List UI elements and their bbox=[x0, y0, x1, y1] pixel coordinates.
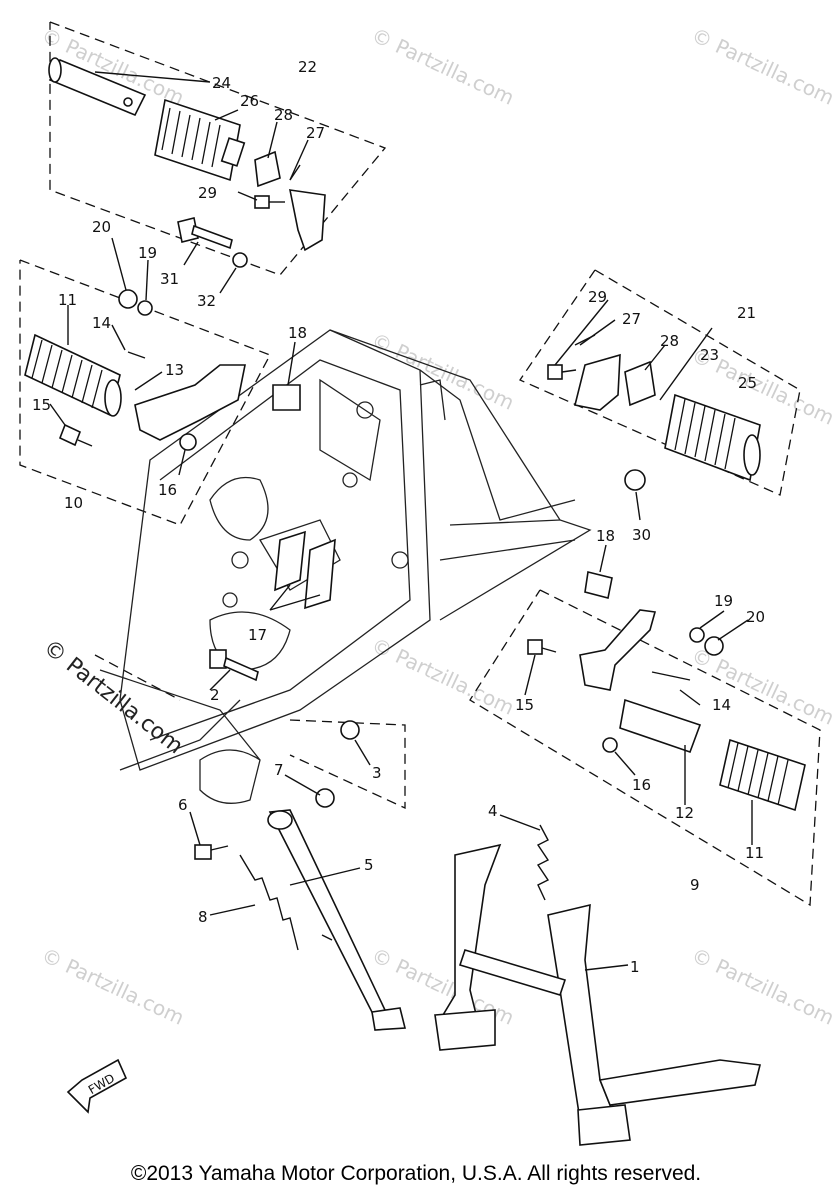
part-24-peg-shaft bbox=[48, 57, 147, 117]
callout-14-right: 14 bbox=[712, 696, 731, 714]
part-25-footrest-rubber bbox=[664, 393, 761, 482]
callout-24: 24 bbox=[212, 74, 231, 92]
part-16-nut-right bbox=[602, 737, 618, 753]
part-28-plate bbox=[254, 150, 281, 188]
part-28-plate-right bbox=[624, 360, 656, 407]
watermark-faint: © Partzilla.com bbox=[368, 633, 518, 720]
part-23-bracket bbox=[574, 353, 621, 411]
part-16-nut bbox=[179, 433, 197, 451]
callout-22: 22 bbox=[298, 58, 317, 76]
part-19-washer bbox=[137, 300, 153, 316]
part-32-washer bbox=[232, 252, 248, 268]
callout-20-right: 20 bbox=[746, 608, 765, 626]
part-26-footrest-rubber bbox=[154, 98, 246, 182]
part-14-spring bbox=[127, 351, 146, 359]
part-5-side-stand bbox=[267, 809, 407, 1031]
callout-2: 2 bbox=[210, 686, 220, 704]
part-31-bolt bbox=[177, 217, 233, 250]
leader-lines bbox=[49, 71, 753, 971]
part-15-bolt-right bbox=[527, 639, 557, 655]
callout-labels: 1 2 3 4 5 6 7 8 9 10 11 11 12 13 14 14 1… bbox=[32, 58, 765, 976]
callout-14-left: 14 bbox=[92, 314, 111, 332]
callout-7: 7 bbox=[274, 761, 284, 779]
part-14-spring-right bbox=[651, 671, 691, 681]
callout-4: 4 bbox=[488, 802, 498, 820]
callout-32: 32 bbox=[197, 292, 216, 310]
part-11-footrest-rubber-left bbox=[24, 333, 122, 417]
callout-12: 12 bbox=[675, 804, 694, 822]
callout-29-right: 29 bbox=[588, 288, 607, 306]
callout-26: 26 bbox=[240, 92, 259, 110]
part-20-nut-right bbox=[704, 636, 724, 656]
callout-16-left: 16 bbox=[158, 481, 177, 499]
watermark-main: © Partzilla.com bbox=[38, 635, 187, 759]
part-17-mount-left bbox=[274, 530, 306, 592]
callout-25: 25 bbox=[738, 374, 757, 392]
watermark-faint: © Partzilla.com bbox=[368, 23, 518, 110]
watermark-faint: © Partzilla.com bbox=[38, 943, 188, 1030]
callout-27-right: 27 bbox=[622, 310, 641, 328]
callout-16-right: 16 bbox=[632, 776, 651, 794]
part-4-spring bbox=[536, 824, 550, 901]
callout-31: 31 bbox=[160, 270, 179, 288]
part-2-bolt bbox=[209, 649, 259, 682]
part-11-footrest-rubber-right bbox=[719, 738, 806, 812]
part-18-collar-right bbox=[584, 571, 613, 599]
callout-28-left: 28 bbox=[274, 106, 293, 124]
part-29-bolt bbox=[254, 195, 285, 209]
part-19-washer-right bbox=[689, 627, 705, 643]
faint-watermarks: © Partzilla.com © Partzilla.com © Partzi… bbox=[38, 23, 832, 1030]
part-30-collar bbox=[624, 469, 646, 491]
copyright-footer: ©2013 Yamaha Motor Corporation, U.S.A. A… bbox=[130, 1162, 702, 1185]
part-7-nut bbox=[315, 788, 335, 808]
callout-11-right: 11 bbox=[745, 844, 764, 862]
part-8-spring bbox=[239, 854, 299, 951]
callout-29-left: 29 bbox=[198, 184, 217, 202]
callout-9: 9 bbox=[690, 876, 700, 894]
watermark-faint: © Partzilla.com bbox=[688, 943, 832, 1030]
callout-28-right: 28 bbox=[660, 332, 679, 350]
callout-10: 10 bbox=[64, 494, 83, 512]
callout-15-left: 15 bbox=[32, 396, 51, 414]
callout-11-left: 11 bbox=[58, 291, 77, 309]
part-17-mount-right bbox=[304, 538, 336, 610]
callout-27-left: 27 bbox=[306, 124, 325, 142]
part-3-nut bbox=[340, 720, 360, 740]
callout-15-right: 15 bbox=[515, 696, 534, 714]
group-boundaries bbox=[19, 21, 821, 907]
part-13-bracket-right bbox=[579, 609, 657, 691]
watermark-faint: © Partzilla.com bbox=[688, 23, 832, 110]
callout-5: 5 bbox=[364, 856, 374, 874]
part-1-center-stand bbox=[434, 843, 761, 1146]
callout-6: 6 bbox=[178, 796, 188, 814]
fwd-direction-badge: FWD bbox=[66, 1058, 128, 1114]
part-13-bracket bbox=[134, 364, 246, 441]
callout-17: 17 bbox=[248, 626, 267, 644]
callout-30: 30 bbox=[632, 526, 651, 544]
callout-21: 21 bbox=[737, 304, 756, 322]
part-12-footrest-bracket bbox=[619, 698, 702, 754]
part-6-bolt bbox=[194, 844, 229, 860]
callout-19-left: 19 bbox=[138, 244, 157, 262]
callout-18-right: 18 bbox=[596, 527, 615, 545]
callout-18-left: 18 bbox=[288, 324, 307, 342]
part-footrest-bracket bbox=[288, 189, 326, 252]
callout-1: 1 bbox=[630, 958, 640, 976]
part-18-collar bbox=[272, 384, 301, 411]
callout-8: 8 bbox=[198, 908, 208, 926]
part-15-bolt bbox=[58, 423, 93, 447]
callout-23: 23 bbox=[700, 346, 719, 364]
callout-13: 13 bbox=[165, 361, 184, 379]
part-29-bolt-right bbox=[547, 364, 577, 380]
part-20-nut bbox=[118, 289, 138, 309]
callout-20-left: 20 bbox=[92, 218, 111, 236]
callout-19-right: 19 bbox=[714, 592, 733, 610]
watermark-faint: © Partzilla.com bbox=[688, 643, 832, 730]
callout-3: 3 bbox=[372, 764, 382, 782]
